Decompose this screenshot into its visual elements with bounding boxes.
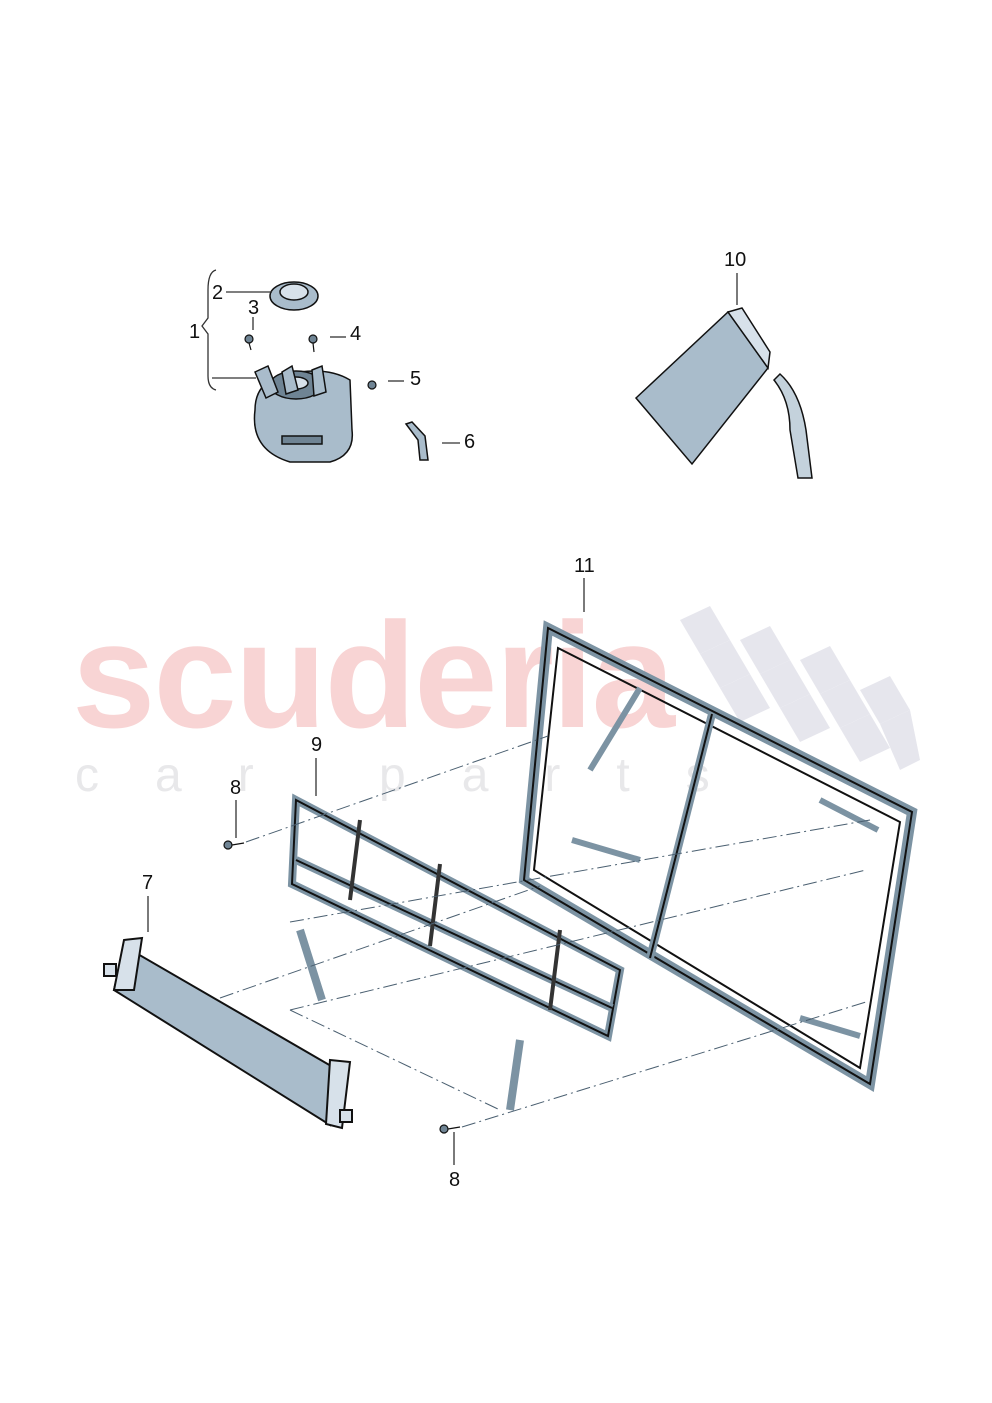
screws-8 xyxy=(223,840,461,1134)
callout-8-top[interactable]: 8 xyxy=(230,777,242,799)
callout-11[interactable]: 11 xyxy=(574,555,595,577)
control-unit xyxy=(634,307,813,479)
screws-small xyxy=(244,334,377,390)
callout-1[interactable]: 1 xyxy=(189,321,201,343)
expansion-tank xyxy=(253,364,354,463)
callout-7[interactable]: 7 xyxy=(142,872,154,894)
callout-10[interactable]: 10 xyxy=(724,249,747,271)
callout-2[interactable]: 2 xyxy=(212,282,224,304)
level-sensor xyxy=(404,421,429,461)
callout-8-bottom[interactable]: 8 xyxy=(449,1169,461,1191)
assembly-lines xyxy=(219,735,871,1128)
radiator xyxy=(103,936,353,1130)
radiator-bracket xyxy=(287,793,625,1111)
watermark-brand: scuderia xyxy=(72,591,675,759)
callout-3[interactable]: 3 xyxy=(248,297,260,319)
callout-6[interactable]: 6 xyxy=(464,431,476,453)
callout-5[interactable]: 5 xyxy=(410,368,422,390)
fan-shroud-frame xyxy=(518,620,918,1093)
checkered-flag-watermark xyxy=(680,606,920,770)
leader-lines-top xyxy=(147,269,738,1165)
filler-cap xyxy=(269,281,319,311)
callout-4[interactable]: 4 xyxy=(350,323,362,345)
watermark-tagline: car parts xyxy=(75,749,766,802)
callout-9[interactable]: 9 xyxy=(311,734,323,756)
